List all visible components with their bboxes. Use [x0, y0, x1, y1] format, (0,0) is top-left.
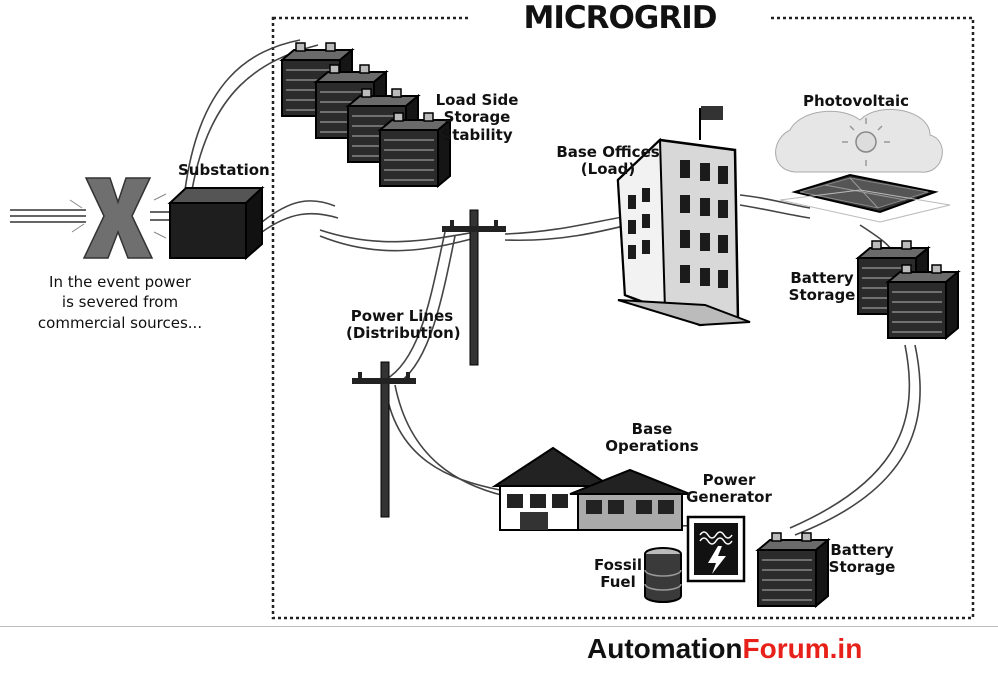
- label-base-offices: Base Offices (Load): [556, 143, 660, 179]
- battery-storage-bottom-icon: [757, 532, 829, 607]
- label-load-side-storage: Load Side Storage Stability: [435, 91, 519, 144]
- label-photovoltaic: Photovoltaic: [802, 92, 909, 110]
- battery-storage-top-icon: [857, 240, 959, 339]
- power-generator-icon: [686, 515, 746, 583]
- load-side-battery-icon: [281, 42, 451, 187]
- label-battery-storage-bottom: Battery Storage: [828, 541, 896, 577]
- label-fossil-fuel: Fossil Fuel: [593, 556, 643, 592]
- label-base-operations: Base Operations: [605, 420, 699, 456]
- base-operations-icon: [491, 446, 691, 531]
- brand-part2: Forum.in: [742, 633, 863, 664]
- brand-part1: Automation: [587, 633, 743, 664]
- power-pole-icon: [442, 209, 506, 366]
- label-power-generator: Power Generator: [686, 471, 772, 507]
- office-building-icon: [616, 106, 751, 327]
- label-substation: Substation: [178, 161, 270, 179]
- severed-x-icon: [69, 177, 167, 259]
- power-pole-icon: [352, 361, 416, 518]
- label-battery-storage-top: Battery Storage: [788, 269, 856, 305]
- solar-panel-icon: [775, 108, 951, 223]
- label-power-lines: Power Lines (Distribution): [346, 307, 461, 343]
- footer-divider: [0, 626, 998, 627]
- substation-icon: [167, 185, 265, 261]
- fuel-barrel-icon: [644, 547, 682, 603]
- diagram-title: MICROGRID: [470, 0, 770, 36]
- caption-severed-power: In the event power is severed from comme…: [37, 273, 203, 332]
- brand-logo: AutomationForum.in: [587, 631, 862, 667]
